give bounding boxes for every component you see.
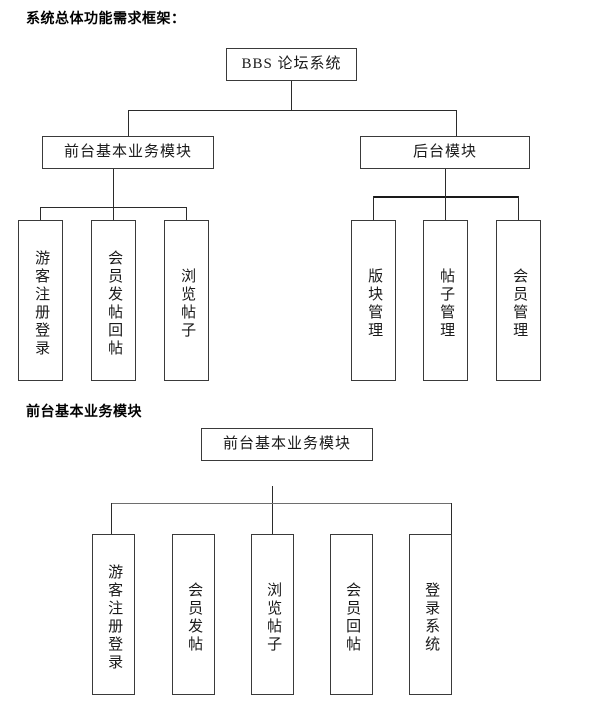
connector-front-drop-2	[113, 207, 114, 220]
diagram2-leaf-member-post[interactable]: 会员发帖	[172, 534, 215, 695]
connector-diagram2-bar	[111, 503, 451, 504]
diagram1-leaf-guest-register-login[interactable]: 游客注册登录	[18, 220, 63, 381]
diagram2-leaf-login-system[interactable]: 登录系统	[409, 534, 452, 695]
diagram1-leaf-member-post-reply[interactable]: 会员发帖回帖	[91, 220, 136, 381]
connector-back-stem	[445, 169, 446, 196]
diagram2-root-node[interactable]: 前台基本业务模块	[201, 428, 373, 461]
connector-diagram2-drop-right	[451, 503, 452, 534]
diagram1-leaf-board-management[interactable]: 版块管理	[351, 220, 396, 381]
page-title-section-1: 系统总体功能需求框架：	[26, 10, 186, 26]
connector-back-drop-1	[373, 196, 374, 220]
diagram1-leaf-member-management[interactable]: 会员管理	[496, 220, 541, 381]
connector-level2-drop-right	[456, 110, 457, 136]
diagram1-root-node[interactable]: BBS 论坛系统	[226, 48, 357, 81]
connector-front-drop-1	[40, 207, 41, 220]
connector-front-drop-3	[186, 207, 187, 220]
diagram2-leaf-member-reply[interactable]: 会员回帖	[330, 534, 373, 695]
connector-diagram2-stem	[272, 486, 273, 534]
connector-back-drop-2	[445, 196, 446, 220]
connector-root-stem	[291, 81, 292, 110]
page-title-section-2: 前台基本业务模块	[26, 403, 142, 419]
diagram1-node-front-module[interactable]: 前台基本业务模块	[42, 136, 214, 169]
diagram2-leaf-browse-posts[interactable]: 浏览帖子	[251, 534, 294, 695]
diagram2-leaf-guest-register-login[interactable]: 游客注册登录	[92, 534, 135, 695]
connector-level2-bar	[128, 110, 456, 111]
connector-back-bar	[373, 196, 519, 198]
connector-diagram2-drop-left	[111, 503, 112, 534]
diagram1-node-back-module[interactable]: 后台模块	[360, 136, 530, 169]
diagram1-leaf-browse-posts[interactable]: 浏览帖子	[164, 220, 209, 381]
connector-front-stem	[113, 169, 114, 207]
diagram1-leaf-post-management[interactable]: 帖子管理	[423, 220, 468, 381]
connector-back-drop-3	[518, 196, 519, 220]
connector-level2-drop-left	[128, 110, 129, 136]
